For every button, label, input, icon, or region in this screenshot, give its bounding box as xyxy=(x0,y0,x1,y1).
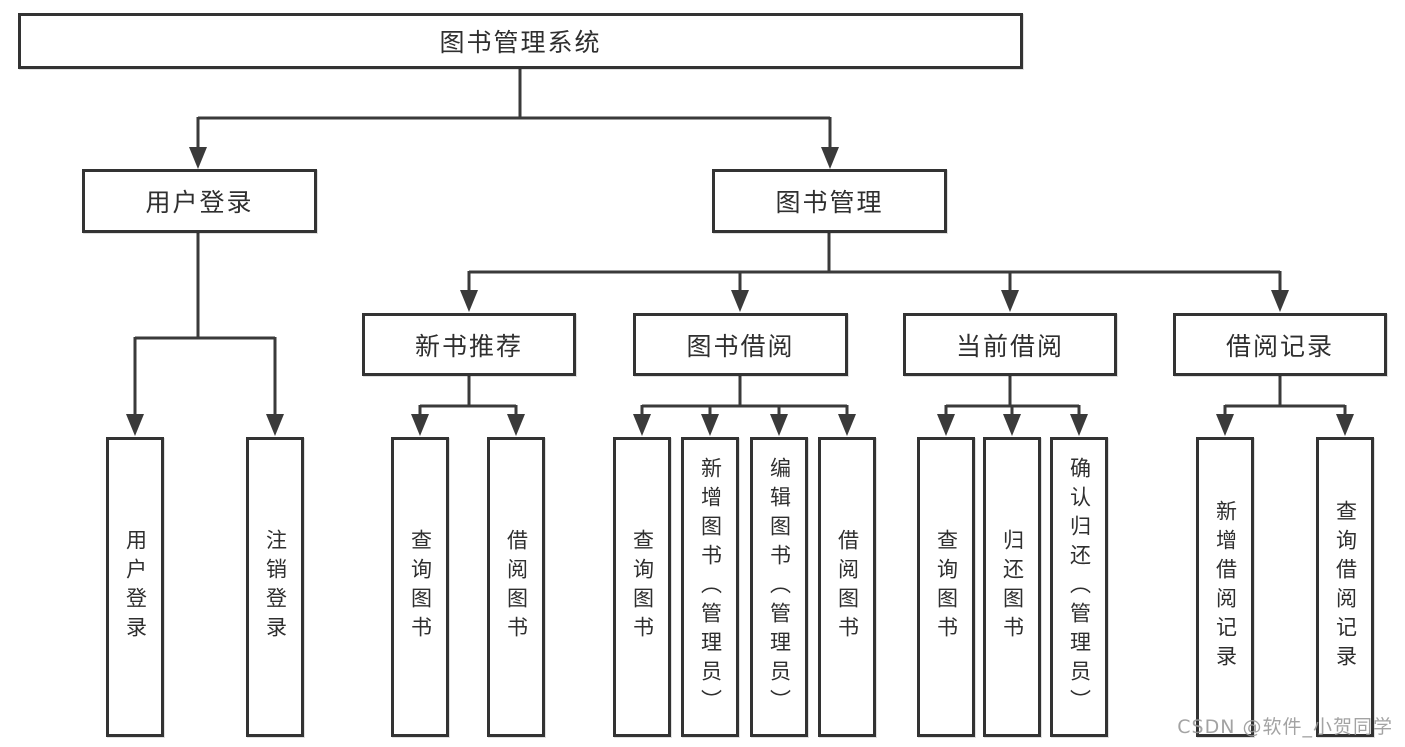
node-root: 图书管理系统 xyxy=(18,13,1023,69)
node-new-book-recommend-label: 新书推荐 xyxy=(414,331,523,361)
node-root-label: 图书管理系统 xyxy=(439,28,602,57)
leaf-return-books: 归还图书 xyxy=(983,437,1041,737)
watermark: CSDN @软件_小贺同学 xyxy=(1177,716,1393,738)
node-new-book-recommend: 新书推荐 xyxy=(362,313,576,376)
node-user-login: 用户登录 xyxy=(82,169,317,233)
leaf-logout-label: 注销登录 xyxy=(263,529,288,645)
leaf-confirm-return-admin: 确认归还（管理员） xyxy=(1050,437,1108,737)
leaf-query-books-recommend-label: 查询图书 xyxy=(408,529,433,645)
leaf-borrow-books: 借阅图书 xyxy=(818,437,876,737)
leaf-query-borrow-record: 查询借阅记录 xyxy=(1316,437,1374,737)
leaf-query-books-borrowing-label: 查询图书 xyxy=(630,529,655,645)
leaf-query-books-borrowing: 查询图书 xyxy=(613,437,671,737)
leaf-borrow-books-label: 借阅图书 xyxy=(835,529,860,645)
leaf-add-borrow-record: 新增借阅记录 xyxy=(1196,437,1254,737)
leaf-query-books-current-label: 查询图书 xyxy=(934,529,959,645)
connector-borrowing-records-to-leaves xyxy=(1216,376,1354,436)
node-book-management: 图书管理 xyxy=(712,169,947,233)
leaf-add-borrow-record-label: 新增借阅记录 xyxy=(1213,500,1238,674)
node-book-borrowing-label: 图书借阅 xyxy=(686,331,795,361)
leaf-query-borrow-record-label: 查询借阅记录 xyxy=(1333,500,1358,674)
leaf-query-books-current: 查询图书 xyxy=(917,437,975,737)
leaf-edit-books-admin-label: 编辑图书（管理员） xyxy=(767,456,792,718)
leaf-add-books-admin: 新增图书（管理员） xyxy=(681,437,739,737)
leaf-logout: 注销登录 xyxy=(246,437,304,737)
leaf-borrow-books-recommend-label: 借阅图书 xyxy=(504,529,529,645)
node-current-borrowing: 当前借阅 xyxy=(903,313,1117,376)
node-borrowing-records: 借阅记录 xyxy=(1173,313,1387,376)
leaf-borrow-books-recommend: 借阅图书 xyxy=(487,437,545,737)
leaf-user-login-label: 用户登录 xyxy=(123,529,148,645)
node-user-login-label: 用户登录 xyxy=(145,188,254,217)
node-borrowing-records-label: 借阅记录 xyxy=(1225,331,1334,361)
node-book-management-label: 图书管理 xyxy=(775,188,884,217)
leaf-query-books-recommend: 查询图书 xyxy=(391,437,449,737)
connector-root-to-level2 xyxy=(189,69,839,169)
connector-new-book-recommend-to-leaves xyxy=(411,376,525,436)
connector-book-management-to-level3 xyxy=(460,233,1289,312)
connector-book-borrowing-to-leaves xyxy=(633,376,856,436)
node-book-borrowing: 图书借阅 xyxy=(633,313,848,376)
connector-current-borrowing-to-leaves xyxy=(937,376,1088,436)
node-current-borrowing-label: 当前借阅 xyxy=(955,331,1064,361)
leaf-add-books-admin-label: 新增图书（管理员） xyxy=(698,456,723,718)
leaf-edit-books-admin: 编辑图书（管理员） xyxy=(750,437,808,737)
connector-user-login-to-leaves xyxy=(126,233,284,436)
leaf-user-login: 用户登录 xyxy=(106,437,164,737)
leaf-return-books-label: 归还图书 xyxy=(1000,529,1025,645)
leaf-confirm-return-admin-label: 确认归还（管理员） xyxy=(1067,456,1092,718)
